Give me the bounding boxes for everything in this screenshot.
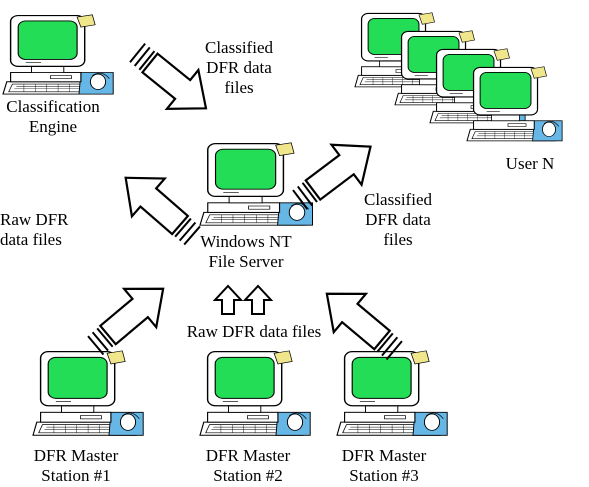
station-1-label: DFR Master Station #1 <box>16 446 136 486</box>
computer-icon <box>199 350 311 436</box>
classified-right-line: Classified <box>364 190 432 209</box>
user-n-label-line: User N <box>505 154 555 173</box>
raw-bottom-line: Raw DFR data files <box>186 322 322 341</box>
station-3-label-line: DFR Master <box>341 446 427 465</box>
classified-top-line: files <box>224 78 254 97</box>
user-n-label: User N <box>490 154 570 174</box>
classification-engine-label-line: Classification <box>6 97 100 116</box>
station-3-label: DFR Master Station #3 <box>324 446 444 486</box>
classified-top-line: Classified <box>205 38 273 57</box>
computer-icon <box>2 14 114 95</box>
arrow-icon <box>214 285 242 315</box>
arrow-icon <box>78 268 181 366</box>
classified-right-line: DFR data <box>365 210 431 229</box>
raw-left-line: Raw DFR <box>0 210 69 229</box>
classification-engine-label: Classification Engine <box>4 97 102 137</box>
station-2-label-line: DFR Master <box>205 446 291 465</box>
file-server-label: Windows NT File Server <box>190 232 302 272</box>
station-1-label-line: Station #1 <box>41 466 111 485</box>
raw-left-line: data files <box>0 230 62 249</box>
computer-icon <box>466 66 563 142</box>
classified-files-top-label: Classified DFR data files <box>193 38 285 98</box>
computer-icon <box>199 142 314 226</box>
computer-icon <box>32 350 144 436</box>
file-server-label-line: File Server <box>208 252 284 271</box>
station-3-label-line: Station #3 <box>349 466 419 485</box>
classified-right-line: files <box>383 230 413 249</box>
classified-top-line: DFR data <box>206 58 272 77</box>
station-2-label-line: Station #2 <box>213 466 283 485</box>
station-1-label-line: DFR Master <box>33 446 119 465</box>
arrow-icon <box>244 285 272 315</box>
raw-files-left-label: Raw DFR data files <box>0 210 96 250</box>
file-server-label-line: Windows NT <box>200 232 292 251</box>
classified-files-right-label: Classified DFR data files <box>352 190 444 250</box>
raw-files-bottom-label: Raw DFR data files <box>166 322 342 342</box>
classification-engine-label-line: Engine <box>28 117 78 136</box>
station-2-label: DFR Master Station #2 <box>188 446 308 486</box>
computer-icon <box>336 350 448 436</box>
